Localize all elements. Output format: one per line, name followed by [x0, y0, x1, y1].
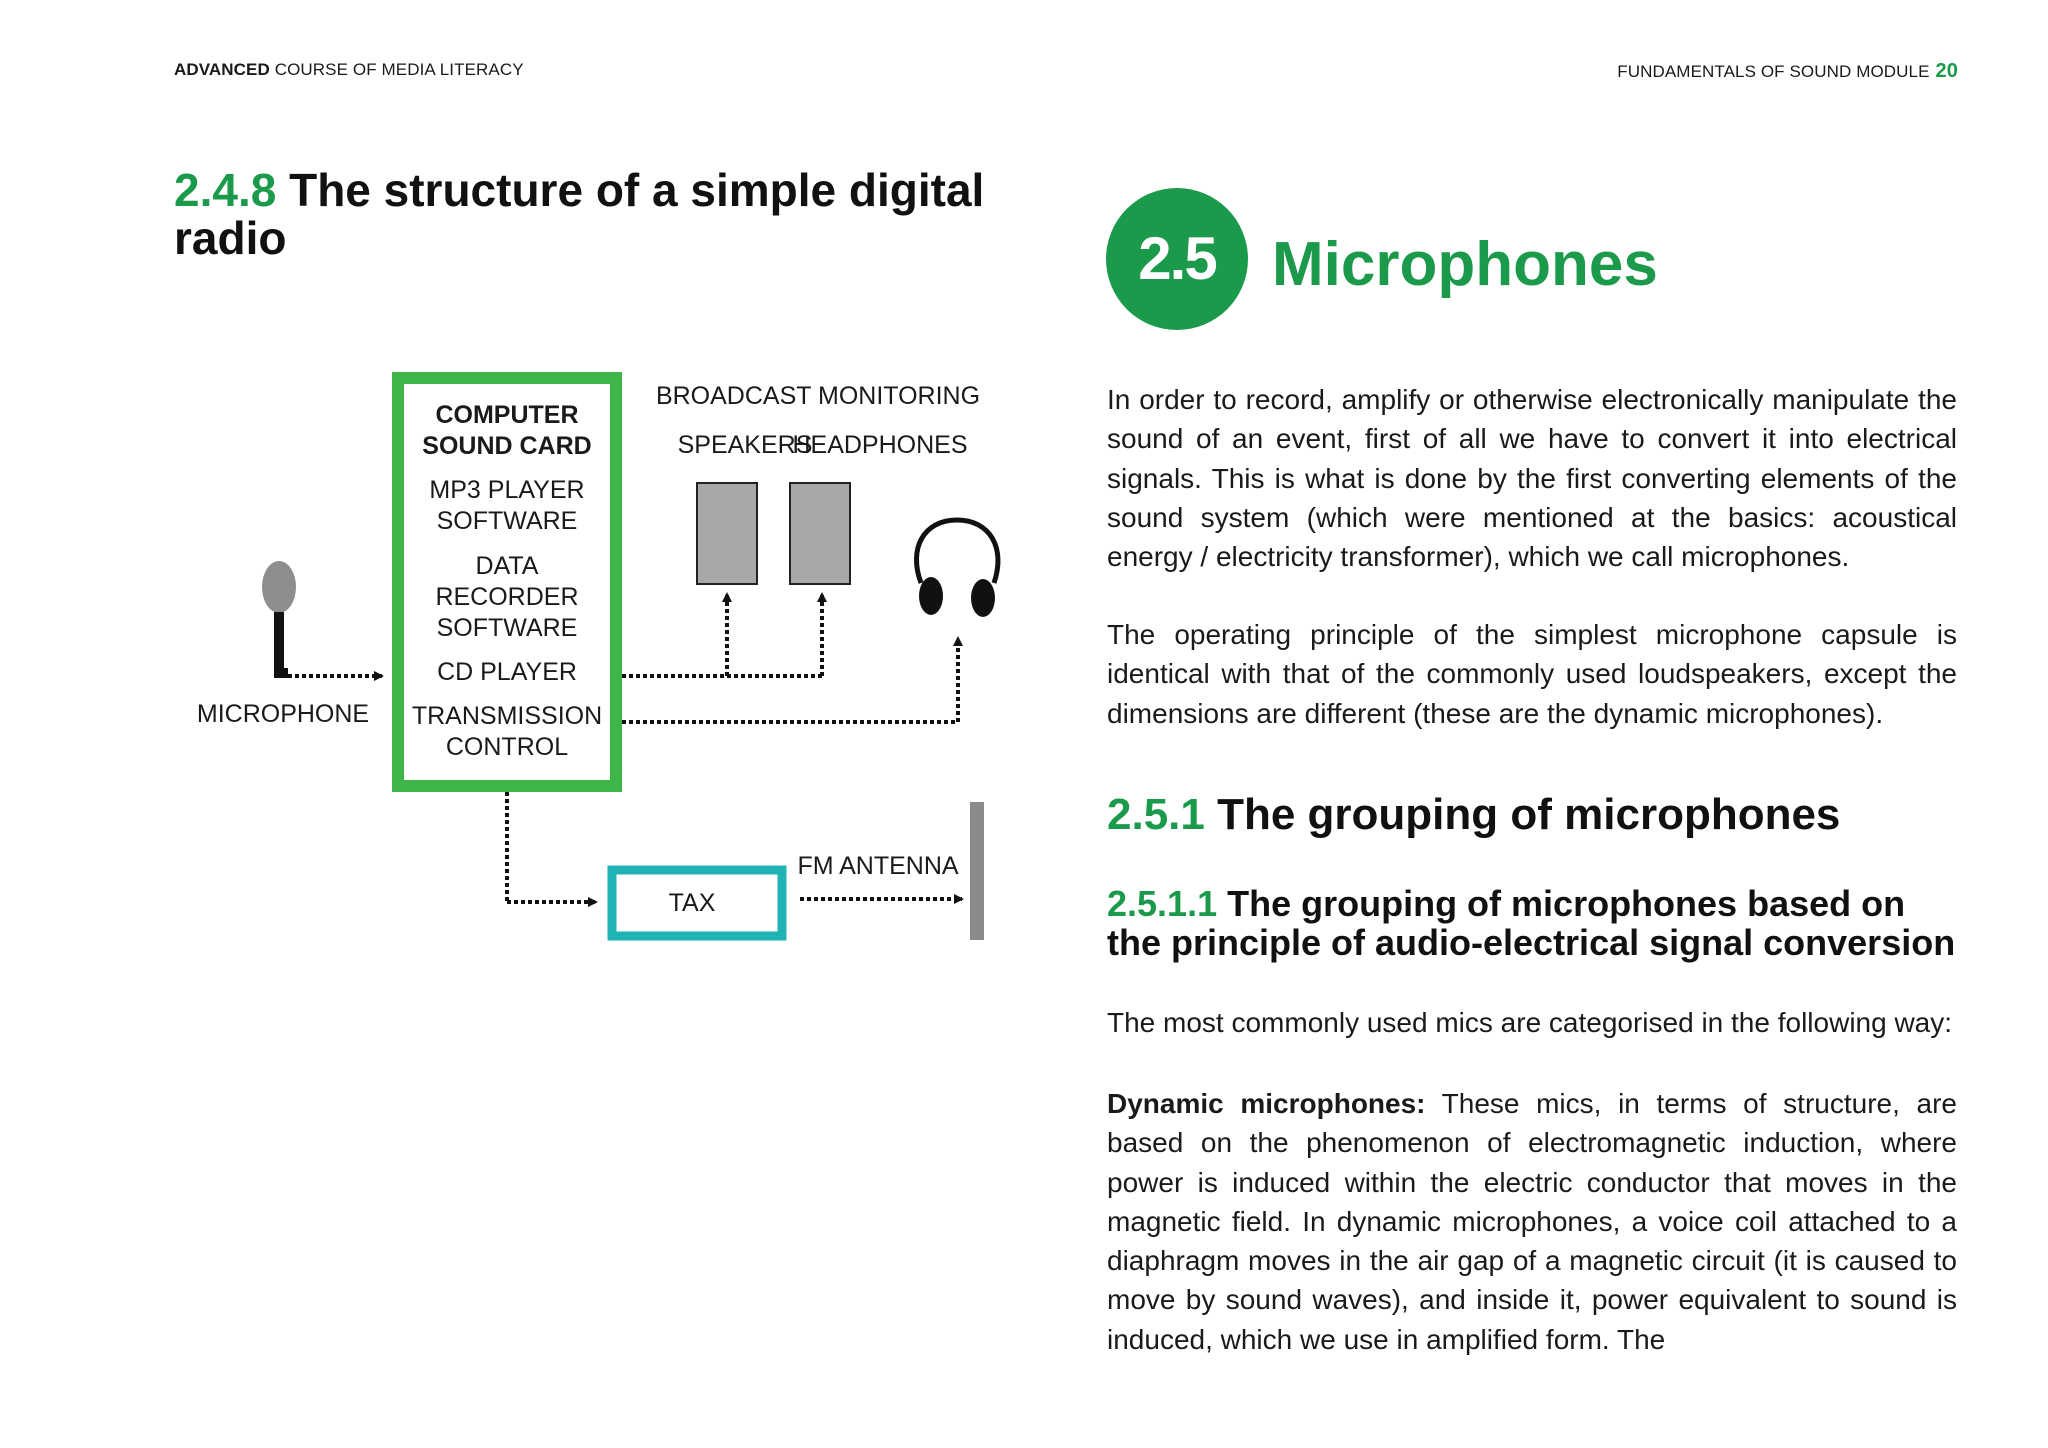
section-title: The structure of a simple digital radio — [174, 164, 985, 264]
microphone-label: MICROPHONE — [197, 700, 369, 728]
speaker-right — [789, 482, 851, 585]
computer-title-2: SOUND CARD — [422, 432, 591, 460]
running-header-left: ADVANCED COURSE OF MEDIA LITERACY — [174, 60, 524, 80]
headphones-label: HEADPHONES — [792, 431, 967, 459]
section-number: 2.5.1.1 — [1107, 883, 1218, 924]
section-number: 2.4.8 — [174, 164, 277, 216]
section-title: The grouping of microphones — [1204, 790, 1841, 839]
section-heading-2-5-1-1: 2.5.1.1 The grouping of microphones base… — [1107, 884, 1957, 962]
chapter-title: Microphones — [1272, 230, 1658, 299]
paragraph-intro: In order to record, amplify or otherwise… — [1107, 384, 1957, 573]
broadcast-monitoring-label: BROADCAST MONITORING — [656, 382, 980, 410]
header-bold: ADVANCED — [174, 60, 270, 79]
computer-item: CD PLAYER — [437, 658, 577, 686]
section-number: 2.5.1 — [1107, 790, 1205, 839]
term-dynamic: Dynamic microphones: — [1107, 1088, 1426, 1119]
computer-item: SOFTWARE — [437, 507, 578, 535]
fm-antenna-mast — [970, 802, 984, 940]
computer-item: RECORDER — [435, 583, 578, 611]
computer-title-1: COMPUTER — [435, 401, 578, 429]
chapter-badge: 2.5 — [1106, 188, 1248, 330]
computer-box — [392, 372, 622, 792]
section-heading-2-5-1: 2.5.1 The grouping of microphones — [1107, 790, 1840, 840]
speakers-label: SPEAKERS — [678, 431, 813, 459]
computer-item: TRANSMISSION — [412, 702, 602, 730]
running-header-right: FUNDAMENTALS OF SOUND MODULE 20 — [1617, 60, 1958, 83]
tax-box — [607, 865, 787, 941]
paragraph-dynamic-microphones: Dynamic microphones: These mics, in term… — [1107, 1084, 1957, 1359]
computer-item: DATA — [476, 552, 539, 580]
section-heading-2-4-8: 2.4.8 The structure of a simple digital … — [174, 166, 1074, 262]
header-rest: COURSE OF MEDIA LITERACY — [269, 60, 524, 79]
tax-label: TAX — [669, 889, 716, 917]
speaker-left — [696, 482, 758, 585]
fm-antenna-label: FM ANTENNA — [797, 852, 958, 880]
headphones-icon — [914, 517, 1001, 617]
computer-item: CONTROL — [446, 733, 568, 761]
module-name: FUNDAMENTALS OF SOUND MODULE — [1617, 62, 1930, 81]
microphone-icon — [262, 561, 296, 678]
section-title: The grouping of microphones based on the… — [1107, 883, 1956, 963]
paragraph-operating-principle: The operating principle of the simplest … — [1107, 619, 1957, 729]
computer-item: SOFTWARE — [437, 614, 578, 642]
computer-item: MP3 PLAYER — [429, 476, 584, 504]
paragraph-categorised: The most commonly used mics are categori… — [1107, 1007, 1953, 1038]
definition-dynamic: These mics, in terms of structure, are b… — [1107, 1088, 1957, 1355]
radio-structure-diagram: COMPUTER SOUND CARD MP3 PLAYER SOFTWARE … — [197, 372, 1001, 941]
page-number: 20 — [1935, 60, 1958, 82]
